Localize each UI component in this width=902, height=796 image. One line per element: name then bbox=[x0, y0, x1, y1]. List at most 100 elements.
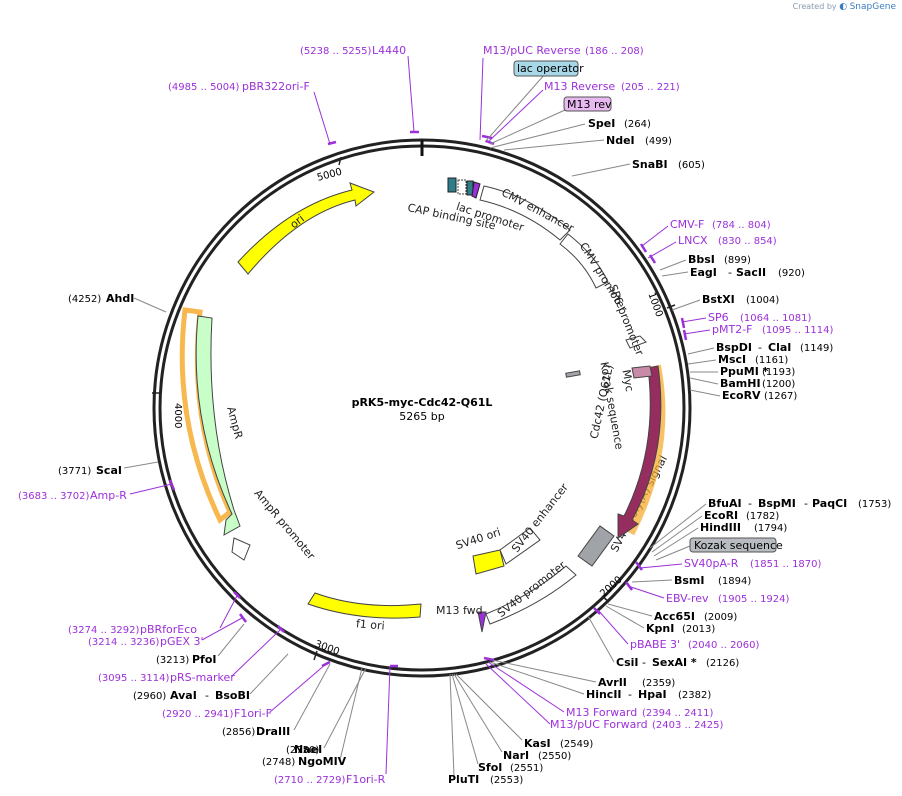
enzyme-NarI[interactable]: NarI (2550) bbox=[453, 673, 571, 762]
primer-pMT2-F[interactable]: pMT2-F (1095 .. 1114) bbox=[682, 323, 834, 341]
primer-pBRforEco[interactable]: (3274 .. 3292) pBRforEco bbox=[68, 591, 241, 636]
SV40-ori-feature[interactable] bbox=[472, 549, 505, 575]
svg-text:PfoI: PfoI bbox=[192, 653, 217, 666]
svg-text:(1794): (1794) bbox=[754, 523, 787, 534]
enzyme-PluTI[interactable]: PluTI (2553) bbox=[448, 673, 523, 786]
enzyme-KpnI[interactable]: KpnI (2013) bbox=[605, 605, 715, 635]
svg-text:NaeI: NaeI bbox=[294, 743, 322, 756]
svg-text:(2960): (2960) bbox=[133, 691, 166, 702]
svg-text:(1200): (1200) bbox=[762, 379, 795, 390]
primer-pGEX-3[interactable]: (3214 .. 3236) pGEX 3' bbox=[88, 613, 247, 648]
enzyme-BamHI[interactable]: BamHI (1200) bbox=[689, 377, 795, 390]
svg-text:(2549): (2549) bbox=[560, 739, 593, 750]
enzyme-NaeI[interactable]: (2750) NaeI bbox=[286, 667, 367, 756]
primer-EBV-rev[interactable]: EBV-rev (1905 .. 1924) bbox=[625, 581, 790, 605]
svg-text:ClaI: ClaI bbox=[768, 341, 791, 354]
svg-text:BamHI: BamHI bbox=[720, 377, 761, 390]
svg-text:-: - bbox=[642, 656, 646, 669]
enzyme-BbsI[interactable]: BbsI (899) bbox=[659, 253, 751, 271]
primer-pBR322ori-F[interactable]: (4985 .. 5004) pBR322ori-F bbox=[168, 80, 337, 146]
primer-SP6[interactable]: SP6 (1064 .. 1081) bbox=[680, 311, 812, 329]
CMV-enhancer-feature[interactable] bbox=[479, 185, 571, 241]
primer-CMV-F[interactable]: CMV-F (784 .. 804) bbox=[639, 218, 771, 253]
CAP-binding-site-feature[interactable] bbox=[447, 177, 457, 193]
enzyme-PfoI[interactable]: (3213) PfoI bbox=[156, 623, 245, 666]
enzyme-KasI[interactable]: KasI (2549) bbox=[455, 673, 593, 750]
svg-text:(605): (605) bbox=[678, 160, 705, 171]
enzyme-SpeI[interactable]: SpeI (264) bbox=[489, 117, 651, 149]
enzyme-NdeI[interactable]: NdeI (499) bbox=[503, 134, 672, 151]
primer-M13-pUC-Forward[interactable]: M13/pUC Forward (2403 .. 2425) bbox=[485, 663, 724, 731]
svg-text:(1095 .. 1114): (1095 .. 1114) bbox=[762, 325, 834, 336]
AmpR-feature-arrow[interactable] bbox=[195, 315, 241, 536]
callout-M13-rev[interactable]: M13 rev bbox=[489, 96, 612, 145]
svg-text:pBRforEco: pBRforEco bbox=[140, 623, 197, 636]
enzyme-AhdI[interactable]: (4252) AhdI bbox=[68, 292, 167, 313]
enzyme-PpuMI[interactable]: PpuMI * (1193) bbox=[690, 365, 795, 378]
svg-text:PaqCI: PaqCI bbox=[812, 497, 847, 510]
callout-lac-operator[interactable]: lac operator bbox=[484, 60, 584, 143]
enzyme-EagI-SacII[interactable]: EagI - SacII (920) bbox=[661, 266, 805, 279]
svg-text:1000: 1000 bbox=[645, 291, 664, 319]
Kozak-sequence-feature[interactable] bbox=[565, 370, 581, 378]
M13-rev-feature[interactable] bbox=[471, 181, 481, 199]
callout-Kozak-sequence[interactable]: Kozak sequence bbox=[655, 537, 783, 561]
svg-text:NarI: NarI bbox=[503, 749, 529, 762]
enzyme-BspDI-ClaI[interactable]: BspDI - ClaI (1149) bbox=[687, 341, 833, 355]
primer-F1ori-F[interactable]: (2920 .. 2941) F1ori-F bbox=[162, 660, 331, 720]
enzyme-BsmI[interactable]: BsmI (1894) bbox=[631, 574, 751, 587]
enzyme-NgoMIV[interactable]: (2748) NgoMIV bbox=[262, 667, 363, 768]
svg-text:F1ori-F: F1ori-F bbox=[234, 707, 272, 720]
enzyme-Acc65I[interactable]: Acc65I (2009) bbox=[607, 603, 737, 623]
svg-text:(1851 .. 1870): (1851 .. 1870) bbox=[750, 559, 822, 570]
primer-Amp-R[interactable]: (3683 .. 3702) Amp-R bbox=[18, 479, 176, 502]
enzyme-HindIII[interactable]: HindIII (1794) bbox=[653, 521, 787, 557]
enzyme-EcoRV[interactable]: EcoRV (1267) bbox=[689, 389, 797, 402]
enzyme-CsiI-SexAI[interactable]: CsiI - SexAI * (2126) bbox=[587, 615, 739, 669]
enzyme-BstXI[interactable]: BstXI (1004) bbox=[671, 293, 779, 311]
primer-pBABE-3[interactable]: pBABE 3' (2040 .. 2060) bbox=[593, 607, 760, 651]
primer-pRS-marker[interactable]: (3095 .. 3114) pRS-marker bbox=[98, 625, 285, 684]
Cdc42-feature-arrow[interactable] bbox=[617, 365, 662, 539]
lac-promoter-feature[interactable] bbox=[457, 179, 467, 195]
primer-M13-Forward[interactable]: M13 Forward (2394 .. 2411) bbox=[483, 656, 714, 719]
enzyme-SfoI[interactable]: SfoI (2551) bbox=[451, 673, 543, 774]
enzyme-AvrII[interactable]: AvrII (2359) bbox=[491, 659, 675, 689]
svg-text:(2394 .. 2411): (2394 .. 2411) bbox=[642, 708, 714, 719]
svg-text:BfuAI: BfuAI bbox=[708, 497, 742, 510]
SV40-promoter-arrow[interactable] bbox=[485, 565, 577, 625]
primer-M13-pUC-Reverse[interactable]: M13/pUC Reverse (186 .. 208) bbox=[479, 44, 644, 141]
primer-SV40pA-R[interactable]: SV40pA-R (1851 .. 1870) bbox=[635, 557, 822, 571]
svg-text:HincII: HincII bbox=[586, 688, 622, 701]
credit-brand: SnapGene bbox=[849, 2, 896, 12]
primer-LNCX[interactable]: LNCX (830 .. 854) bbox=[647, 234, 777, 264]
primer-L4440[interactable]: (5238 .. 5255) L4440 bbox=[300, 44, 419, 134]
SV40-enhancer-feature[interactable] bbox=[499, 527, 541, 565]
svg-text:(3683 .. 3702): (3683 .. 3702) bbox=[18, 491, 90, 502]
SP6-promoter-arrow[interactable] bbox=[625, 335, 647, 349]
M13-fwd-feature[interactable] bbox=[477, 611, 487, 633]
f1-ori-feature-arrow[interactable] bbox=[307, 592, 422, 619]
svg-text:SacII: SacII bbox=[736, 266, 766, 279]
enzyme-MscI[interactable]: MscI (1161) bbox=[687, 353, 788, 366]
svg-text:F1ori-R: F1ori-R bbox=[346, 773, 386, 786]
svg-text:Kozak sequence: Kozak sequence bbox=[694, 539, 783, 552]
enzyme-DraIII[interactable]: (2856) DraIII bbox=[222, 663, 331, 738]
enzyme-AvaI-BsoBI[interactable]: (2960) AvaI - BsoBI bbox=[133, 653, 289, 702]
Myc-feature[interactable] bbox=[631, 365, 653, 379]
SV40-polyA-feature[interactable] bbox=[577, 525, 615, 567]
CMV-promoter-arrow[interactable] bbox=[559, 233, 609, 289]
enzyme-SnaBI[interactable]: SnaBI (605) bbox=[571, 158, 705, 177]
svg-text:(2359): (2359) bbox=[642, 678, 675, 689]
ori-feature-arrow[interactable] bbox=[237, 182, 376, 275]
svg-text:(186 .. 208): (186 .. 208) bbox=[585, 46, 644, 57]
primer-F1ori-R[interactable]: (2710 .. 2729) F1ori-R bbox=[274, 664, 398, 786]
svg-text:-: - bbox=[804, 497, 808, 510]
enzyme-HincII-HpaI[interactable]: HincII - HpaI (2382) bbox=[489, 661, 711, 701]
enzyme-EcoRI[interactable]: EcoRI (1782) bbox=[651, 509, 779, 553]
svg-text:pBR322ori-F: pBR322ori-F bbox=[242, 80, 310, 93]
enzyme-ScaI[interactable]: (3771) ScaI bbox=[58, 461, 159, 477]
enzyme-BfuAI-BspMI-PaqCI[interactable]: BfuAI - BspMI - PaqCI (1753) bbox=[649, 497, 891, 549]
AmpR-promoter-arrow[interactable] bbox=[231, 537, 251, 561]
primer-M13-Reverse[interactable]: M13 Reverse (205 .. 221) bbox=[485, 80, 680, 146]
